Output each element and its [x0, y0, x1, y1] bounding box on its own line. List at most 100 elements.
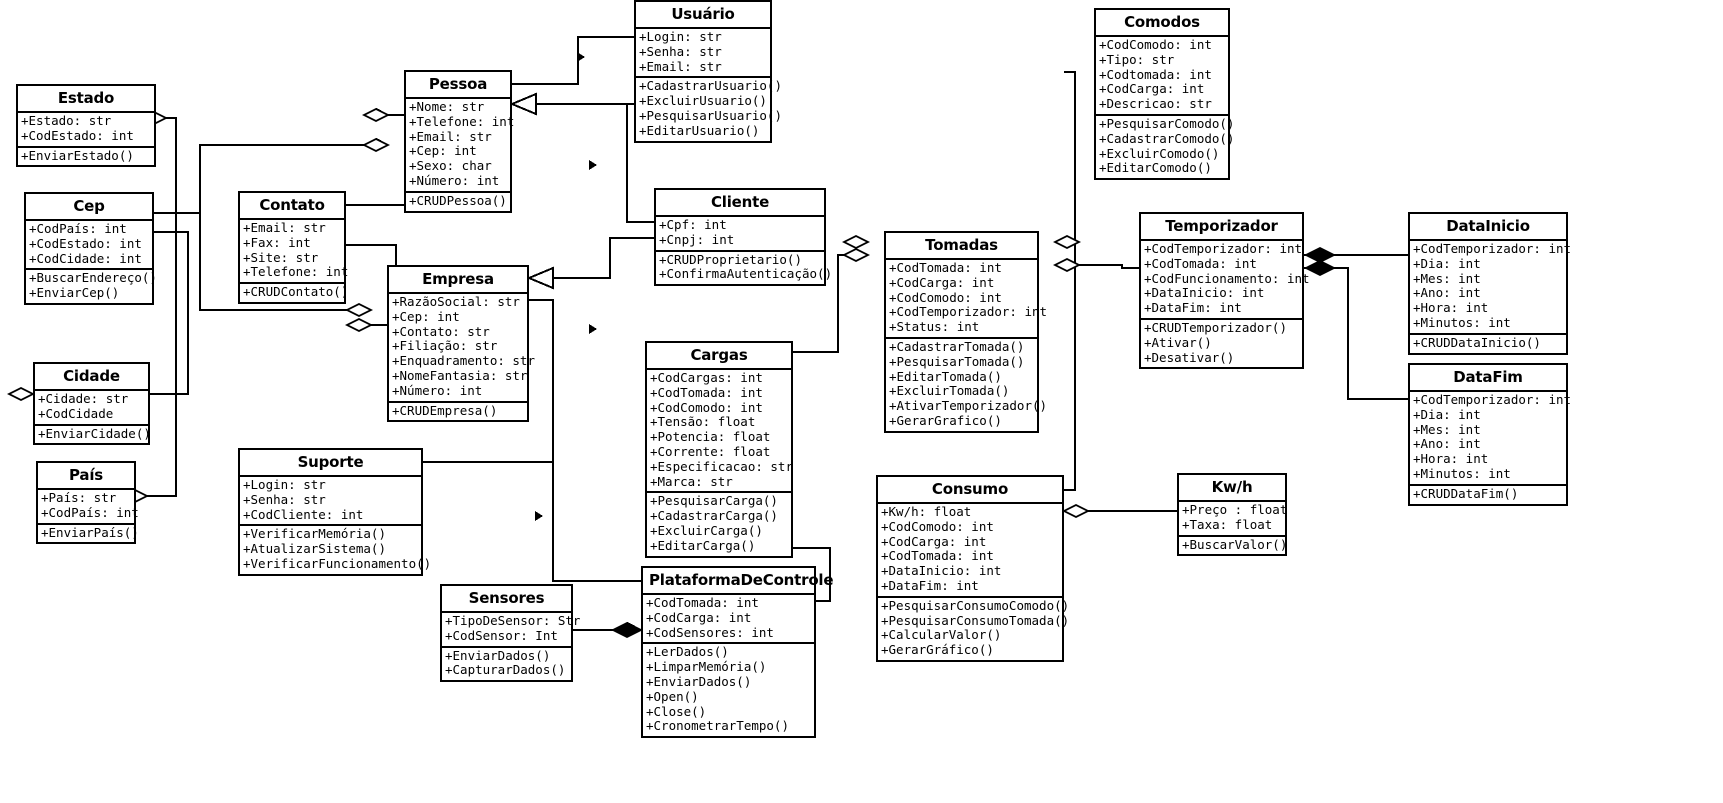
attribute-row: +CodTemporizador: int: [1144, 241, 1303, 256]
attribute-row: +CodComodo: int: [889, 289, 1002, 305]
attribute-row: +Hora: int: [1413, 300, 1489, 316]
edge-comodos-tomadas: [1055, 70, 1077, 244]
attribute-row: +Filiação: str: [392, 338, 498, 354]
uml-class-sensores[interactable]: Sensores+TipoDeSensor: Str+CodSensor: In…: [440, 584, 580, 683]
uml-class-empresa[interactable]: Empresa+RazãoSocial: str+Cep: int+Contat…: [387, 265, 535, 423]
uml-class-cep[interactable]: Cep+CodPaís: int+CodEstado: int+CodCidad…: [24, 192, 157, 305]
method-row: +EditarUsuario(): [639, 122, 760, 138]
class-attributes-kwh: +Preço : float+Taxa: float: [1179, 500, 1287, 535]
method-row: +Ativar(): [1144, 334, 1212, 350]
attribute-row: +Senha: str: [243, 491, 326, 507]
attribute-row: +NomeFantasia: str: [392, 367, 528, 383]
class-attributes-empresa: +RazãoSocial: str+Cep: int+Contato: str+…: [389, 292, 535, 401]
attribute-row: +Login: str: [639, 29, 722, 44]
class-title-estado: Estado: [57, 89, 115, 107]
attribute-row: +Fax: int: [243, 234, 311, 250]
attribute-row: +Número: int: [392, 382, 483, 398]
class-title-temporizador: Temporizador: [1165, 217, 1278, 235]
method-row: +BuscarValor(): [1182, 536, 1288, 552]
class-methods-datafim: +CRUDDataFim(): [1410, 483, 1566, 504]
method-row: +AtivarTemporizador(): [889, 398, 1048, 414]
uml-class-suporte[interactable]: Suporte+Login: str+Senha: str+CodCliente…: [238, 448, 431, 576]
class-methods-contato: +CRUDContato(): [240, 282, 349, 302]
attribute-row: +Codtomada: int: [1099, 66, 1212, 82]
uml-class-cidade[interactable]: Cidade+Cidade: str+CodCidade+EnviarCidad…: [33, 362, 151, 446]
class-methods-kwh: +BuscarValor(): [1179, 534, 1288, 555]
class-title-pessoa: Pessoa: [428, 75, 488, 93]
attribute-row: +Estado: str: [21, 113, 112, 128]
class-methods-empresa: +CRUDEmpresa(): [389, 400, 527, 421]
attribute-row: +Email: str: [409, 128, 492, 144]
attribute-row: +CodFuncionamento: int: [1144, 270, 1310, 286]
class-title-usuario: Usuário: [671, 5, 735, 23]
attribute-row: +Marca: str: [650, 473, 733, 489]
class-methods-cliente: +CRUDProprietario()+ConfirmaAutenticação…: [656, 249, 832, 285]
uml-class-pessoa[interactable]: Pessoa +Nome: str+Telefone: int+Email: st…: [404, 70, 515, 213]
diamond-datainicio-comp: [1303, 246, 1337, 264]
diamond-pessoa-cep: [361, 137, 391, 153]
attribute-row: +CodPaís: int: [41, 504, 139, 520]
attribute-row: +Cnpj: int: [659, 231, 735, 247]
attribute-row: +Minutos: int: [1413, 465, 1511, 481]
attribute-row: +Minutos: int: [1413, 314, 1511, 330]
uml-class-consumo[interactable]: Consumo+Kw/h: float+CodComodo: int+CodCa…: [876, 475, 1069, 662]
attribute-row: +Telefone: int: [409, 113, 515, 129]
class-attributes-comodos: +CodComodo: int+Tipo: str+Codtomada: int…: [1096, 35, 1228, 114]
class-title-consumo: Consumo: [931, 480, 1009, 498]
attribute-row: +CodCarga: int: [881, 533, 987, 549]
class-methods-sensores: +EnviarDados()+CapturarDados(): [442, 645, 571, 681]
uml-class-usuario[interactable]: Usuário +Login: str+Senha: str+Email: str…: [634, 0, 782, 143]
uml-class-temporizador[interactable]: Temporizador+CodTemporizador: int+CodTom…: [1139, 212, 1310, 370]
uml-class-contato[interactable]: Contato+Email: str+Fax: int+Site: str+Te…: [238, 191, 349, 304]
class-methods-estado: +EnviarEstado(): [18, 145, 154, 166]
uml-class-plataforma[interactable]: PlataformaDeControle+CodTomada: int+CodC…: [641, 566, 834, 739]
method-row: +CRUDContato(): [243, 284, 349, 300]
attribute-row: +Enquadramento: str: [392, 353, 535, 369]
attribute-row: +Login: str: [243, 477, 326, 492]
attribute-row: +Nome: str: [409, 99, 485, 114]
attribute-row: +Cep: int: [392, 308, 460, 324]
method-row: +EnviarDados(): [445, 647, 551, 663]
method-row: +PesquisarTomada(): [889, 353, 1025, 369]
edge-cep-estado: [154, 116, 178, 215]
diamond-plataforma-comp: [610, 621, 644, 639]
attribute-row: +Tipo: str: [1099, 51, 1175, 67]
class-attributes-usuario: +Login: str+Senha: str+Email: str: [636, 27, 770, 76]
method-row: +VerificarMemória(): [243, 526, 386, 542]
method-row: +LimparMemória(): [646, 659, 767, 675]
attribute-row: +CodCidade: [38, 405, 114, 421]
uml-class-cargas[interactable]: Cargas+CodCargas: int+CodTomada: int+Cod…: [645, 341, 793, 558]
method-row: +EnviarCep(): [29, 285, 120, 301]
attribute-row: +Email: str: [243, 220, 326, 235]
method-row: +AtualizarSistema(): [243, 541, 386, 557]
class-methods-temporizador: +CRUDTemporizador()+Ativar()+Desativar(): [1141, 317, 1302, 367]
attribute-row: +Tensão: float: [650, 414, 756, 430]
class-title-datainicio: DataInicio: [1446, 217, 1530, 235]
uml-class-cliente[interactable]: Cliente+Cpf: int+Cnpj: int+CRUDProprieta…: [654, 188, 832, 287]
attribute-row: +Corrente: float: [650, 443, 771, 459]
uml-class-comodos[interactable]: Comodos+CodComodo: int+Tipo: str+Codtoma…: [1094, 8, 1235, 181]
method-row: +ExcluirComodo(): [1099, 145, 1220, 161]
uml-class-datainicio[interactable]: DataInicio+CodTemporizador: int+Dia: int…: [1408, 212, 1571, 355]
uml-class-tomadas[interactable]: Tomadas+CodTomada: int+CodCarga: int+Cod…: [884, 231, 1048, 433]
class-methods-plataforma: +LerDados()+LimparMemória()+EnviarDados(…: [643, 642, 814, 736]
class-title-pais: País: [69, 466, 103, 484]
attribute-row: +DataInicio: int: [881, 563, 1002, 579]
edge-pessoa-usuario: [512, 35, 634, 86]
diamond-pessoa-contato: [361, 107, 391, 123]
method-row: +CRUDEmpresa(): [392, 402, 498, 418]
class-attributes-cep: +CodPaís: int+CodEstado: int+CodCidade: …: [26, 219, 152, 268]
attribute-row: +Kw/h: float: [881, 504, 972, 519]
uml-class-pais[interactable]: País+País: str+CodPaís: int+EnviarPaís(): [36, 461, 139, 545]
arrow-down-2: [589, 324, 597, 334]
diamond-datafim-comp: [1303, 259, 1337, 277]
attribute-row: +CodPaís: int: [29, 221, 127, 236]
method-row: +PesquisarComodo(): [1099, 115, 1235, 131]
method-row: +EnviarEstado(): [21, 147, 134, 163]
uml-class-estado[interactable]: Estado+Estado: str+CodEstado: int+Enviar…: [16, 84, 156, 168]
attribute-row: +Potencia: float: [650, 429, 771, 445]
uml-class-datafim[interactable]: DataFim+CodTemporizador: int+Dia: int+Me…: [1408, 363, 1571, 506]
attribute-row: +CodTomada: int: [646, 595, 759, 610]
uml-class-kwh[interactable]: Kw/h+Preço : float+Taxa: float+BuscarVal…: [1177, 473, 1288, 557]
attribute-row: +CodSensores: int: [646, 624, 774, 640]
